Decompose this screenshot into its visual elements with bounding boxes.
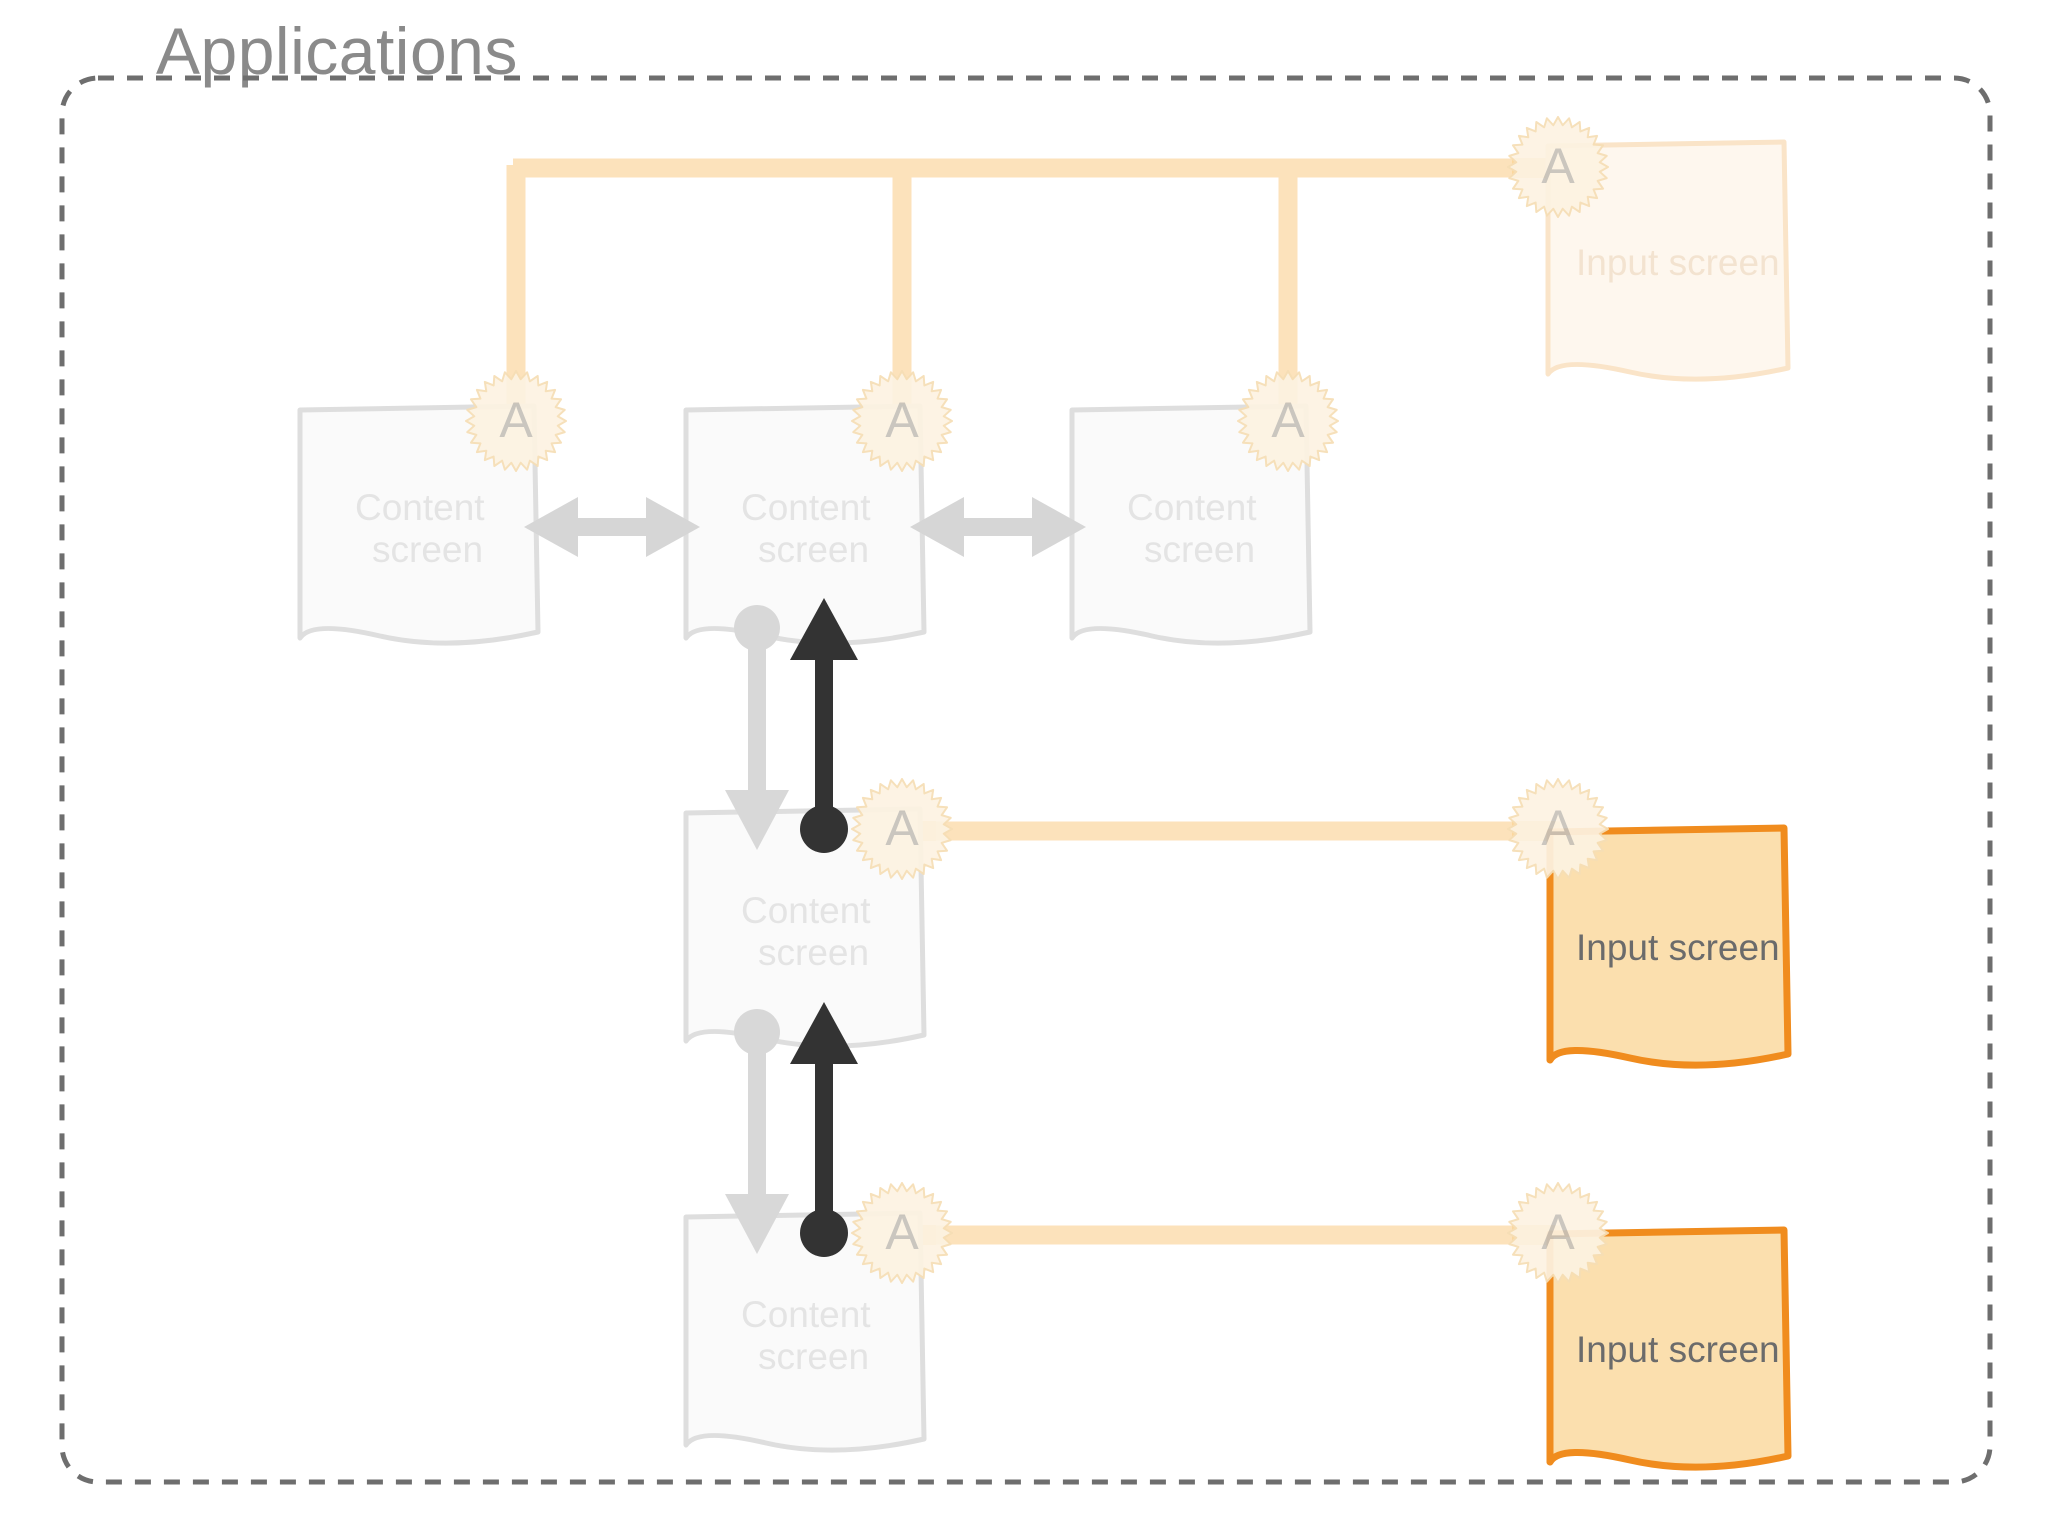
double-arrow-right [910, 497, 1086, 557]
badge-letter: A [885, 1204, 919, 1260]
group-title-applications: Applications [140, 18, 534, 84]
horizontal-double-arrows [524, 497, 1086, 557]
gray-down-connector-1 [725, 605, 789, 850]
dark-up-connector-2 [790, 1002, 858, 1257]
badge-input-screen-middle[interactable]: A [1507, 778, 1609, 880]
content-screen-top-right-label-2: screen [1144, 529, 1255, 570]
input-screen-middle-label: Input screen [1576, 927, 1780, 968]
content-screen-top-left-shape[interactable] [297, 403, 541, 646]
starburst-seal-icon [851, 1182, 953, 1284]
dark-connector-2-arrowhead [790, 1002, 858, 1064]
badge-layer: A A A A A A A A [465, 116, 1609, 1284]
content-screen-middle-label-2: screen [758, 932, 869, 973]
double-arrow-left-head-west [524, 497, 578, 557]
badge-content-screen-top-right[interactable]: A [1237, 370, 1339, 472]
badge-content-screen-top-center[interactable]: A [851, 370, 953, 472]
input-screen-bottom-label: Input screen [1576, 1329, 1780, 1370]
content-screen-top-center[interactable]: Content screen [683, 403, 927, 646]
gray-connector-2-arrowhead [725, 1194, 789, 1254]
dark-connector-1-shaft [815, 640, 833, 832]
badge-letter: A [885, 800, 919, 856]
input-screen-middle[interactable]: Input screen [1546, 824, 1792, 1069]
badge-content-screen-bottom[interactable]: A [851, 1182, 953, 1284]
starburst-seal-icon [851, 778, 953, 880]
dark-connector-2-shaft [815, 1044, 833, 1236]
gray-connector-2-shaft [748, 1032, 766, 1222]
double-arrow-right-head-east [1032, 497, 1086, 557]
starburst-seal-icon [851, 370, 953, 472]
gray-connector-1-arrowhead [725, 790, 789, 850]
content-screen-bottom-label-1: Content [741, 1294, 871, 1335]
gray-connector-1-shaft [748, 628, 766, 818]
starburst-seal-icon [1507, 1182, 1609, 1284]
input-screen-top-label: Input screen [1576, 242, 1780, 283]
content-screen-top-right-shape[interactable] [1069, 403, 1313, 646]
dark-up-connector-1 [790, 598, 858, 853]
badge-letter: A [1271, 392, 1305, 448]
content-screen-bottom-shape[interactable] [683, 1210, 927, 1453]
orange-row-connectors [900, 821, 1560, 1245]
badge-letter: A [1541, 1204, 1575, 1260]
badge-letter: A [1541, 800, 1575, 856]
input-screen-bottom[interactable]: Input screen [1546, 1226, 1792, 1471]
content-screen-top-right-label-1: Content [1127, 487, 1257, 528]
badge-content-screen-middle[interactable]: A [851, 778, 953, 880]
input-screen-middle-shape[interactable] [1546, 824, 1792, 1069]
content-screen-top-center-label-1: Content [741, 487, 871, 528]
content-screen-top-left-label-2: screen [372, 529, 483, 570]
input-screen-top[interactable]: Input screen [1545, 139, 1791, 382]
vertical-pair-middle-to-bottom [725, 1002, 858, 1257]
double-arrow-right-head-west [910, 497, 964, 557]
orange-bus-connector [506, 158, 1560, 425]
vertical-pair-top-to-middle [725, 598, 858, 853]
double-arrow-left-head-east [646, 497, 700, 557]
input-screen-top-shape[interactable] [1545, 139, 1791, 382]
content-screen-top-left-label-1: Content [355, 487, 485, 528]
content-screen-bottom-label-2: screen [758, 1336, 869, 1377]
badge-content-screen-top-left[interactable]: A [465, 370, 567, 472]
group-boundary-dashed [59, 75, 1993, 1485]
gray-down-connector-2 [725, 1009, 789, 1254]
content-screen-bottom[interactable]: Content screen [683, 1210, 927, 1453]
badge-input-screen-top[interactable]: A [1507, 116, 1609, 218]
content-screen-top-left[interactable]: Content screen [297, 403, 541, 646]
content-screen-middle[interactable]: Content screen [683, 806, 927, 1049]
starburst-seal-icon [1507, 778, 1609, 880]
starburst-seal-icon [465, 370, 567, 472]
content-screen-middle-label-1: Content [741, 890, 871, 931]
starburst-seal-icon [1237, 370, 1339, 472]
badge-letter: A [1541, 138, 1575, 194]
content-screen-top-center-label-2: screen [758, 529, 869, 570]
badge-letter: A [499, 392, 533, 448]
dark-connector-1-arrowhead [790, 598, 858, 660]
content-screen-top-right[interactable]: Content screen [1069, 403, 1313, 646]
badge-letter: A [885, 392, 919, 448]
starburst-seal-icon [1507, 116, 1609, 218]
double-arrow-left [524, 497, 700, 557]
input-screen-bottom-shape[interactable] [1546, 1226, 1792, 1471]
badge-input-screen-bottom[interactable]: A [1507, 1182, 1609, 1284]
